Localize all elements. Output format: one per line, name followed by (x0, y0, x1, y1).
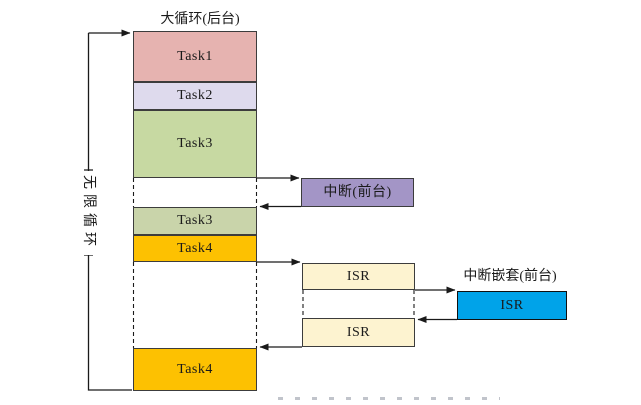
task3-resumed-label: Task3 (177, 213, 213, 228)
task4-block: Task4 (133, 235, 257, 262)
task4-label: Task4 (177, 240, 213, 256)
task2-block: Task2 (133, 82, 257, 110)
task1-label: Task1 (177, 48, 213, 64)
isr1-label: ISR (346, 268, 371, 284)
task4-resumed-block: Task4 (133, 348, 257, 391)
isr-gap-dashes (302, 290, 415, 318)
nested-isr-label: ISR (500, 297, 524, 313)
isr1-block: ISR (302, 263, 415, 290)
nested-isr-block: ISR (457, 291, 567, 320)
background-loop-title: 大循环(后台) (160, 12, 240, 27)
truncated-bottom-caption (278, 397, 500, 400)
task2-label: Task2 (177, 88, 213, 103)
interrupt-block: 中断(前台) (301, 178, 414, 207)
isr2-label: ISR (346, 324, 371, 340)
isr2-block: ISR (302, 318, 415, 347)
task4-resumed-label: Task4 (177, 361, 213, 377)
infinite-loop-label: 无限循环 (79, 171, 97, 255)
nested-interrupt-label: 中断嵌套(前台) (463, 269, 557, 284)
task3-resumed-block: Task3 (133, 207, 257, 235)
interrupt-label: 中断(前台) (323, 184, 392, 200)
task-column-gap1-dashes (132, 178, 258, 207)
task3-block: Task3 (133, 110, 257, 178)
task3-label: Task3 (177, 136, 213, 151)
task-column-gap2-dashes (132, 262, 258, 348)
task1-block: Task1 (133, 31, 257, 82)
